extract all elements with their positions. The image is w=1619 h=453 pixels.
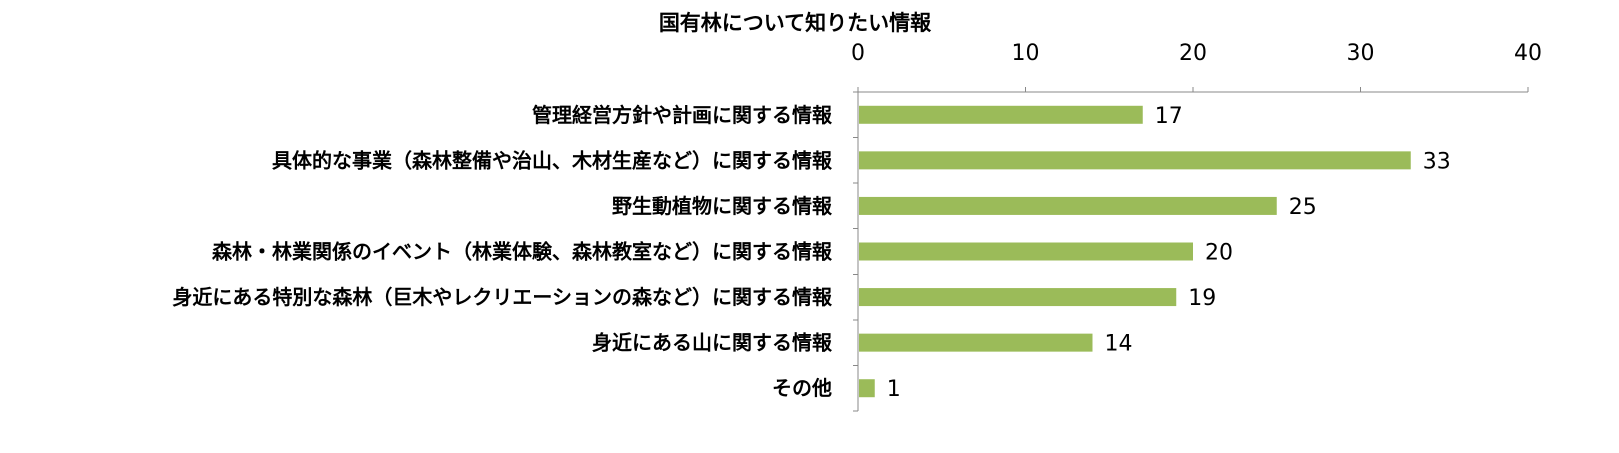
category-label: 野生動植物に関する情報	[612, 194, 833, 218]
data-label: 20	[1205, 241, 1233, 266]
data-label: 17	[1155, 104, 1183, 129]
category-label: 具体的な事業（森林整備や治山、木材生産など）に関する情報	[272, 148, 833, 172]
bar	[859, 105, 1143, 124]
x-tick-label: 0	[851, 41, 865, 66]
category-label: 身近にある山に関する情報	[592, 331, 833, 355]
chart-title: 国有林について知りたい情報	[659, 11, 932, 35]
x-tick-label: 40	[1514, 41, 1542, 66]
plot-area: 管理経営方針や計画に関する情報 17 具体的な事業（森林整備や治山、木材生産など）に…	[172, 103, 1450, 402]
data-label: 33	[1423, 149, 1451, 174]
bar	[859, 379, 875, 398]
data-label: 14	[1105, 332, 1133, 357]
bar	[859, 242, 1193, 261]
x-tick-label: 30	[1347, 41, 1375, 66]
category-label: その他	[772, 376, 832, 400]
data-label: 1	[887, 377, 901, 402]
bar	[859, 151, 1411, 170]
category-label: 森林・林業関係のイベント（林業体験、森林教室など）に関する情報	[212, 240, 833, 264]
x-tick-label: 10	[1012, 41, 1040, 66]
data-label: 19	[1188, 286, 1216, 311]
x-axis: 0 10 20 30 40	[851, 41, 1542, 412]
category-label: 管理経営方針や計画に関する情報	[532, 103, 833, 127]
bar	[859, 333, 1093, 352]
bar	[859, 196, 1277, 215]
x-tick-label: 20	[1179, 41, 1207, 66]
data-label: 25	[1289, 195, 1317, 220]
category-label: 身近にある特別な森林（巨木やレクリエーションの森など）に関する情報	[172, 285, 833, 309]
bar	[859, 288, 1177, 307]
